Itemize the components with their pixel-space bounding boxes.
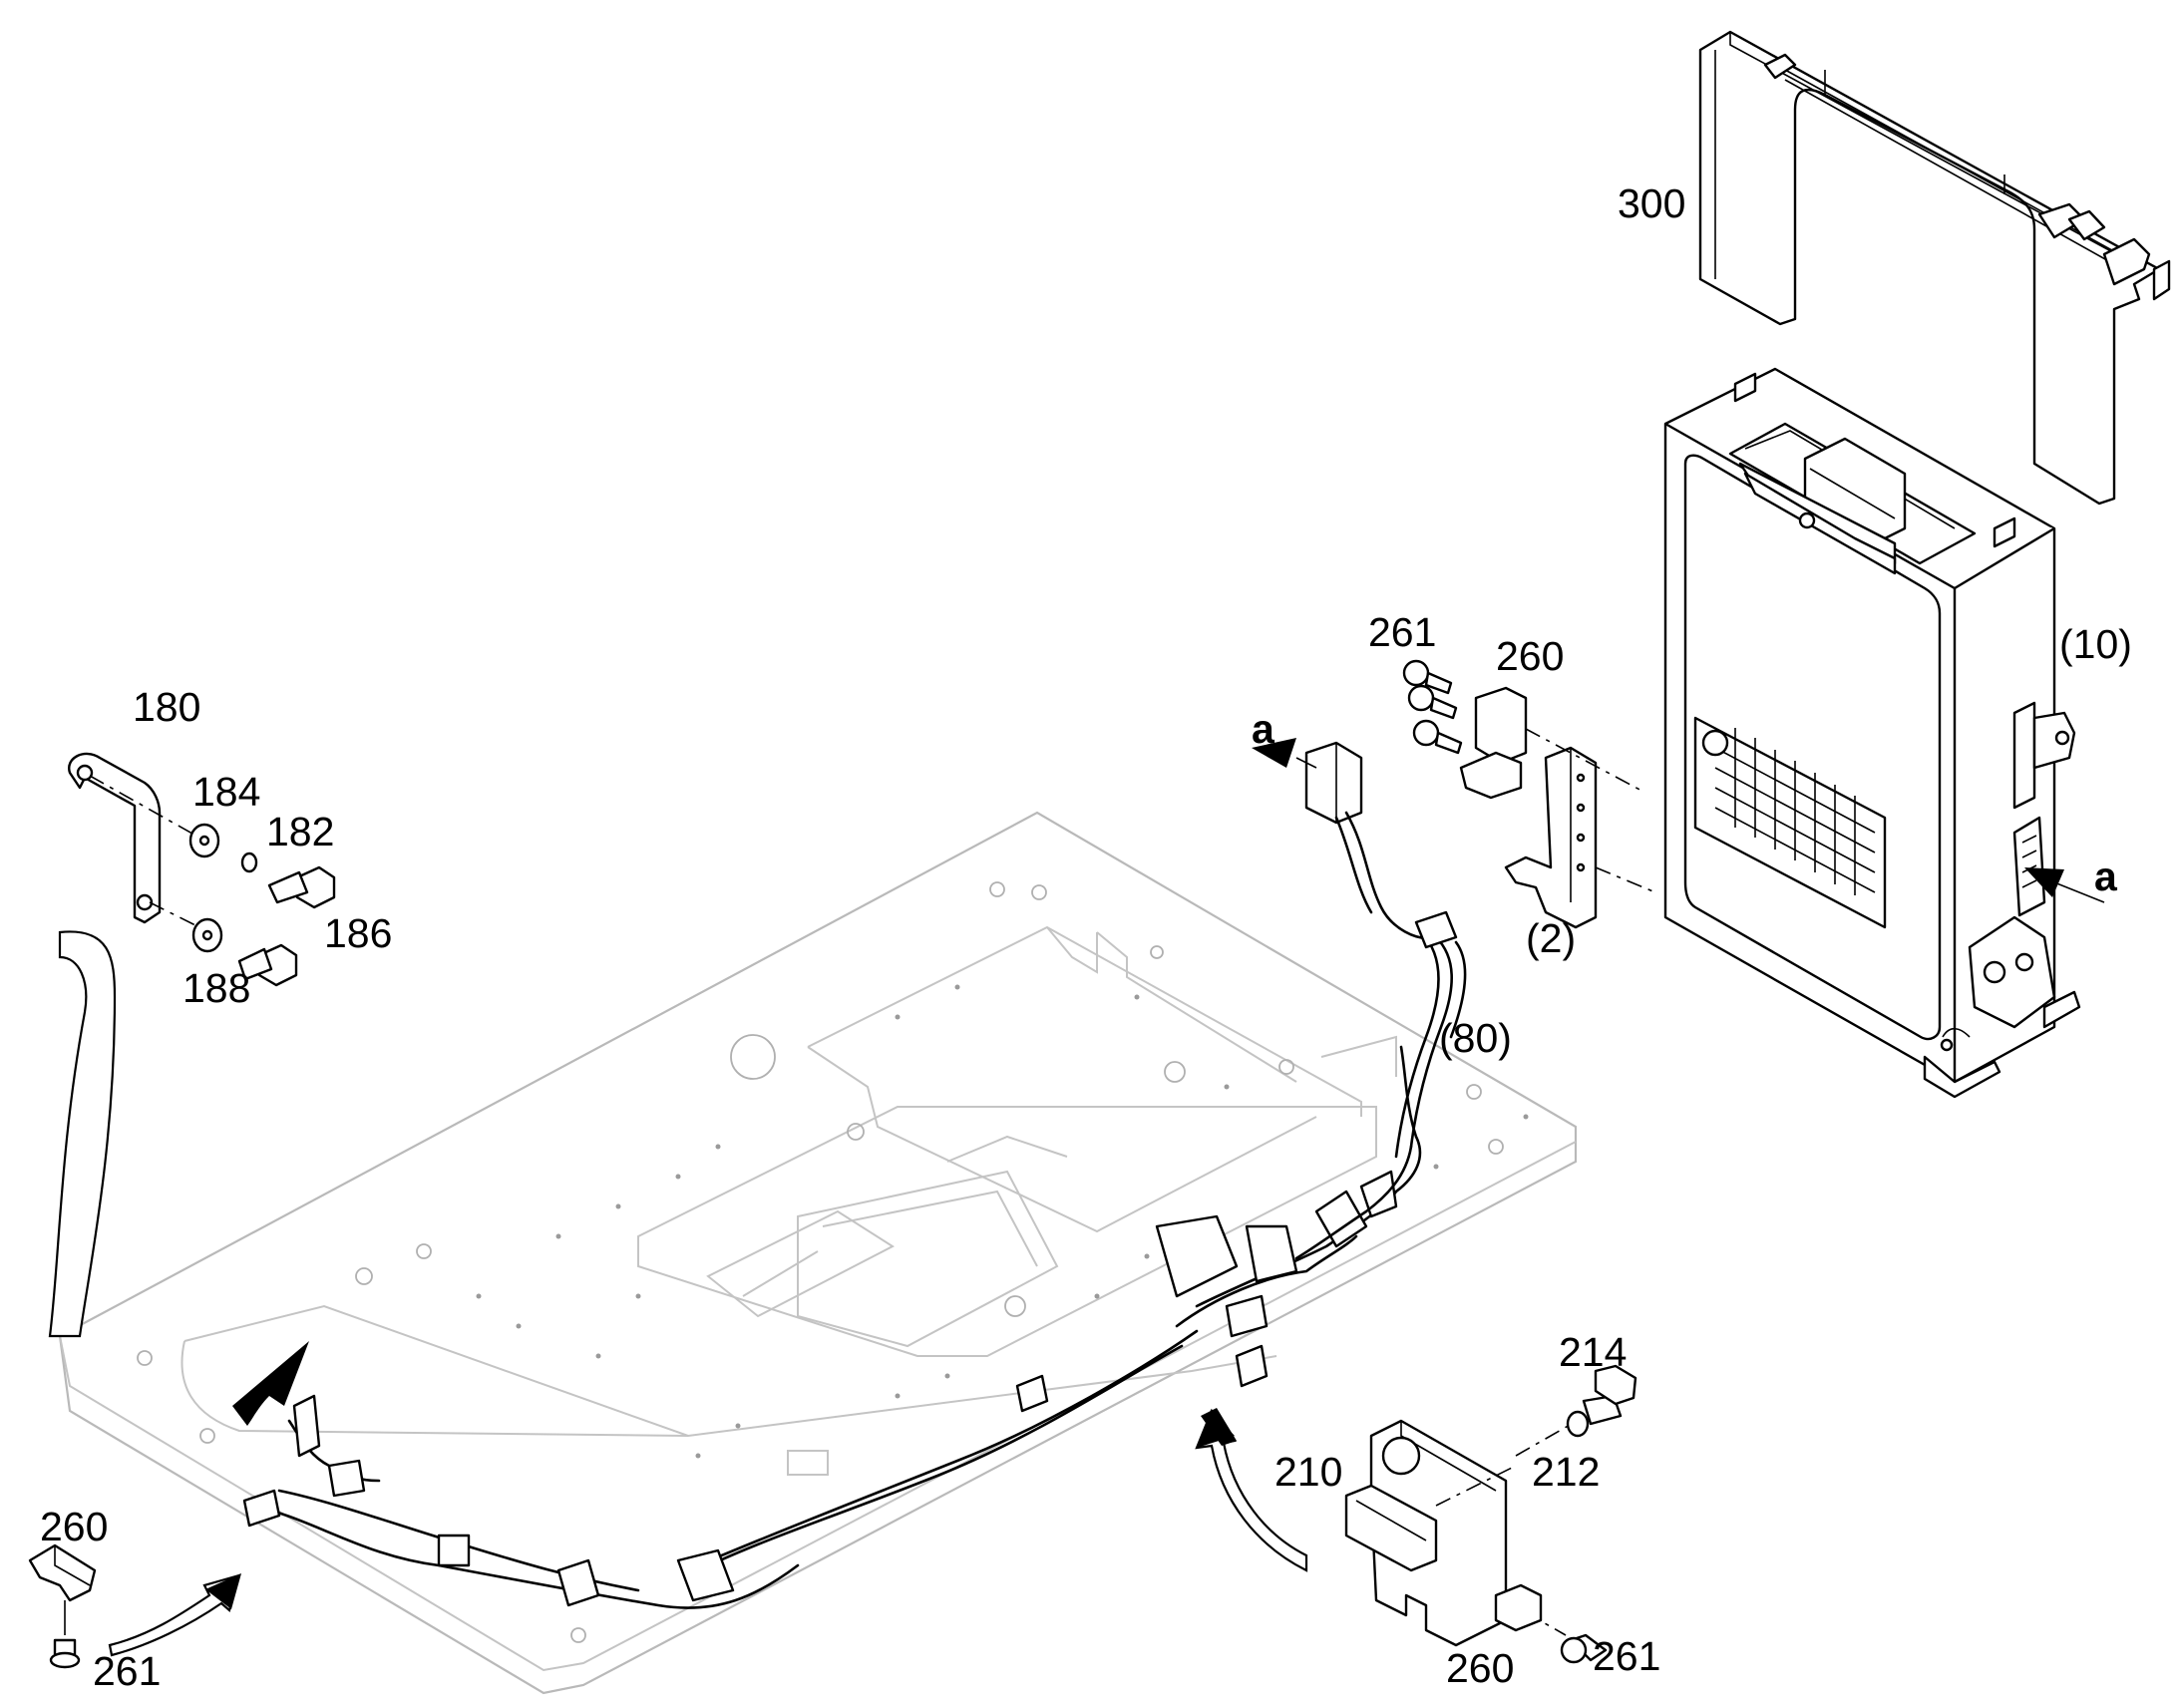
callout-188: 188 (182, 965, 250, 1011)
callout-180: 180 (133, 684, 200, 730)
bracket-210-assembly (1344, 1364, 1637, 1664)
callout-261-top: 261 (1368, 609, 1436, 655)
callout-260-left: 260 (40, 1504, 108, 1549)
control-box (1663, 367, 2081, 1099)
callout-labels: 300 (10) 261 260 (2) (80) a a 180 184 18… (40, 180, 2132, 1694)
callout-2: (2) (1526, 915, 1576, 961)
callout-a-left: a (1252, 706, 1275, 752)
callout-186: 186 (324, 910, 392, 956)
callout-214: 214 (1559, 1329, 1627, 1375)
clip-260-left-group (28, 1543, 97, 1669)
callout-210: 210 (1274, 1449, 1342, 1495)
callout-260-top: 260 (1496, 633, 1564, 679)
callout-212: 212 (1532, 1449, 1600, 1495)
bracket-180-assembly (68, 752, 336, 987)
callout-300: 300 (1618, 180, 1685, 226)
cover-300 (1698, 30, 2171, 506)
plate-wire-harness (242, 1045, 1422, 1609)
callout-80: (80) (1439, 1015, 1512, 1061)
callout-10: (10) (2059, 621, 2132, 667)
harness-80 (1294, 741, 1467, 1260)
callout-260-bottom: 260 (1446, 1645, 1514, 1691)
callout-261-left: 261 (93, 1648, 161, 1694)
callout-182: 182 (266, 809, 334, 854)
bracket-assembly-2 (1402, 659, 1656, 929)
callout-leader-shapes (48, 738, 2105, 1657)
callout-261-bottom: 261 (1593, 1633, 1660, 1679)
base-plate (58, 811, 1578, 1695)
callout-a-right: a (2094, 854, 2118, 899)
callout-184: 184 (192, 769, 260, 815)
